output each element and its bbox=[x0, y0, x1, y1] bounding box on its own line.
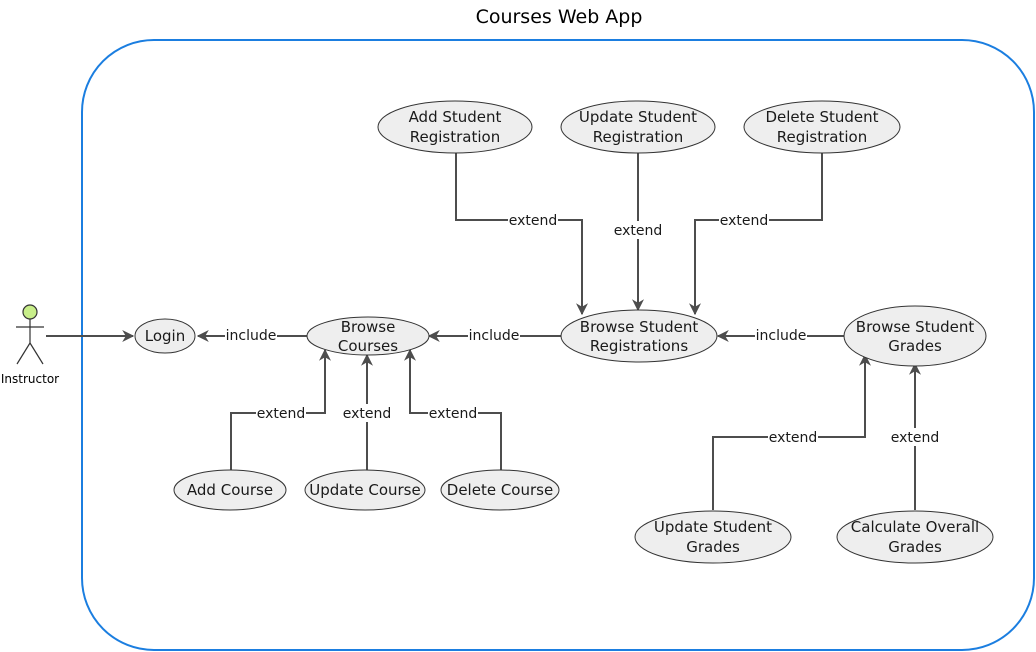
actor-head-icon bbox=[22, 304, 38, 320]
diagram-title: Courses Web App bbox=[476, 6, 643, 28]
svg-text:Registration: Registration bbox=[593, 128, 683, 146]
svg-text:Registrations: Registrations bbox=[590, 337, 688, 355]
edge-label-extend-delete-course: extend bbox=[429, 406, 478, 422]
svg-text:Calculate Overall: Calculate Overall bbox=[851, 518, 979, 536]
actor-label: Instructor bbox=[1, 372, 59, 386]
svg-text:Update Student: Update Student bbox=[579, 108, 697, 126]
edge-label-extend-update-registration: extend bbox=[614, 223, 663, 239]
actor-instructor[interactable]: Instructor bbox=[1, 304, 59, 386]
svg-text:Add Student: Add Student bbox=[409, 108, 502, 126]
svg-text:Courses: Courses bbox=[338, 337, 398, 355]
svg-text:Update Course: Update Course bbox=[309, 481, 420, 499]
edge-label-extend-delete-registration: extend bbox=[720, 213, 769, 229]
use-case-update-registration[interactable]: Update Student Registration bbox=[560, 100, 716, 154]
edge-label-extend-update-course: extend bbox=[343, 406, 392, 422]
svg-text:Browse Student: Browse Student bbox=[856, 318, 975, 336]
edge-label-extend-calculate-grades: extend bbox=[891, 430, 940, 446]
edge-extend-add-registration bbox=[455, 153, 588, 316]
svg-text:Grades: Grades bbox=[888, 337, 942, 355]
edge-label-include-1: include bbox=[226, 328, 277, 344]
svg-text:Update Student: Update Student bbox=[654, 518, 772, 536]
use-case-update-course[interactable]: Update Course bbox=[304, 469, 426, 511]
svg-text:Login: Login bbox=[145, 327, 185, 345]
use-case-calculate-grades[interactable]: Calculate Overall Grades bbox=[836, 510, 994, 564]
svg-text:Browse: Browse bbox=[341, 318, 396, 336]
svg-text:Registration: Registration bbox=[410, 128, 500, 146]
svg-text:Grades: Grades bbox=[888, 538, 942, 556]
edge-label-include-2: include bbox=[469, 328, 520, 344]
system-boundary bbox=[81, 39, 1035, 651]
svg-text:Add Course: Add Course bbox=[187, 481, 273, 499]
edge-label-extend-add-registration: extend bbox=[509, 213, 558, 229]
use-case-delete-registration[interactable]: Delete Student Registration bbox=[743, 100, 901, 154]
use-case-update-grades[interactable]: Update Student Grades bbox=[634, 510, 792, 564]
edges: include include include extend extend ex… bbox=[46, 153, 940, 510]
use-case-browse-grades[interactable]: Browse Student Grades bbox=[843, 305, 987, 367]
use-case-login[interactable]: Login bbox=[134, 318, 196, 354]
edge-label-extend-add-course: extend bbox=[257, 406, 306, 422]
use-case-browse-courses[interactable]: Browse Courses bbox=[306, 316, 430, 356]
edge-label-extend-update-grades: extend bbox=[769, 430, 818, 446]
edge-extend-delete-registration bbox=[689, 153, 823, 316]
svg-text:Grades: Grades bbox=[686, 538, 740, 556]
svg-text:Browse Student: Browse Student bbox=[580, 318, 699, 336]
svg-text:Delete Course: Delete Course bbox=[447, 481, 553, 499]
svg-text:Registration: Registration bbox=[777, 128, 867, 146]
use-case-add-course[interactable]: Add Course bbox=[173, 469, 287, 511]
use-case-delete-course[interactable]: Delete Course bbox=[440, 469, 560, 511]
use-case-browse-registrations[interactable]: Browse Student Registrations bbox=[560, 309, 718, 363]
svg-text:Delete Student: Delete Student bbox=[765, 108, 878, 126]
use-case-add-registration[interactable]: Add Student Registration bbox=[377, 100, 533, 154]
edge-label-include-3: include bbox=[756, 328, 807, 344]
